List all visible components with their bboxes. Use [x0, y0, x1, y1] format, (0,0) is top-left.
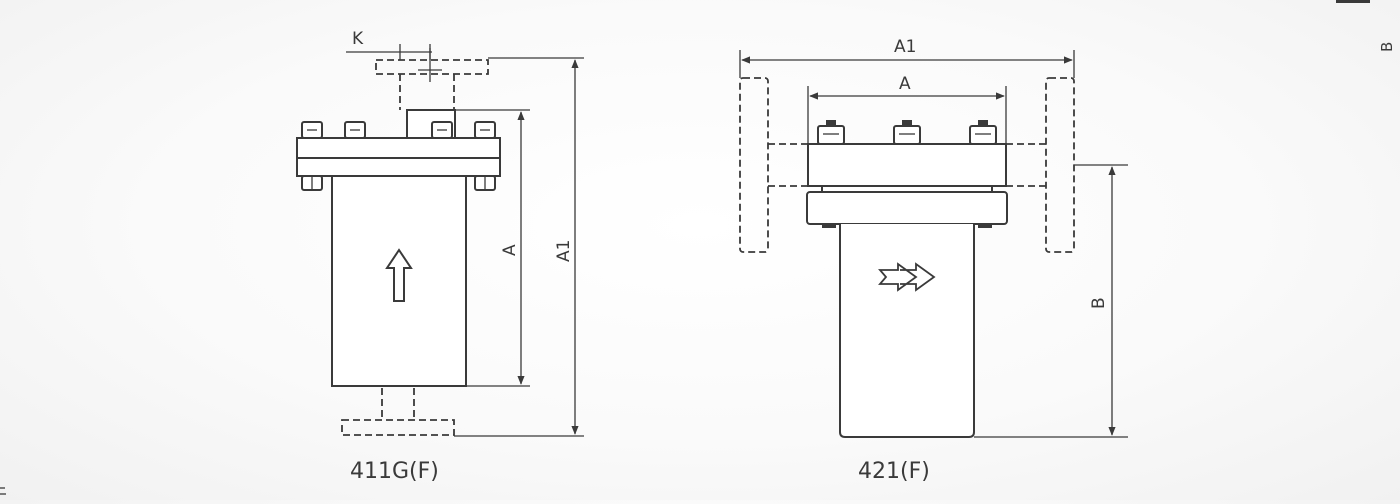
- bolts-top-right: [817, 120, 997, 145]
- valve-housing: [807, 143, 1007, 187]
- edge-label-b: B: [1378, 42, 1396, 52]
- flow-arrow-right-icon: [878, 262, 936, 292]
- dim-a-left: A: [455, 109, 530, 387]
- dim-a-right: A: [807, 74, 1007, 144]
- strainer-body: [839, 224, 975, 438]
- label-k: K: [352, 29, 364, 49]
- dim-a1-left: A1: [454, 57, 584, 437]
- dim-b-right: B: [974, 164, 1128, 438]
- label-a-right: A: [899, 74, 911, 94]
- bolts-top: [301, 121, 496, 139]
- drawing-421: A1 A B 421(F): [739, 37, 1128, 484]
- label-a-left: A: [500, 244, 520, 256]
- edge-fragments: B: [0, 0, 1396, 495]
- upper-flange: [296, 137, 501, 159]
- bottom-pipe-dashed: [341, 388, 455, 436]
- label-a1-left: A1: [554, 240, 574, 262]
- model-411g: 411G(F): [350, 459, 439, 484]
- label-a1-right: A1: [894, 37, 916, 57]
- cover-flange: [806, 191, 1008, 225]
- dim-k: K: [346, 29, 432, 60]
- flow-arrow-up-icon: [385, 248, 413, 302]
- dim-a1-right: A1: [739, 37, 1075, 78]
- lower-flange: [296, 157, 501, 177]
- top-pipe-dashed: [375, 48, 489, 110]
- label-b-right: B: [1089, 297, 1109, 309]
- drawing-411g: K A A1 411G(F): [296, 29, 584, 484]
- model-421: 421(F): [858, 459, 930, 484]
